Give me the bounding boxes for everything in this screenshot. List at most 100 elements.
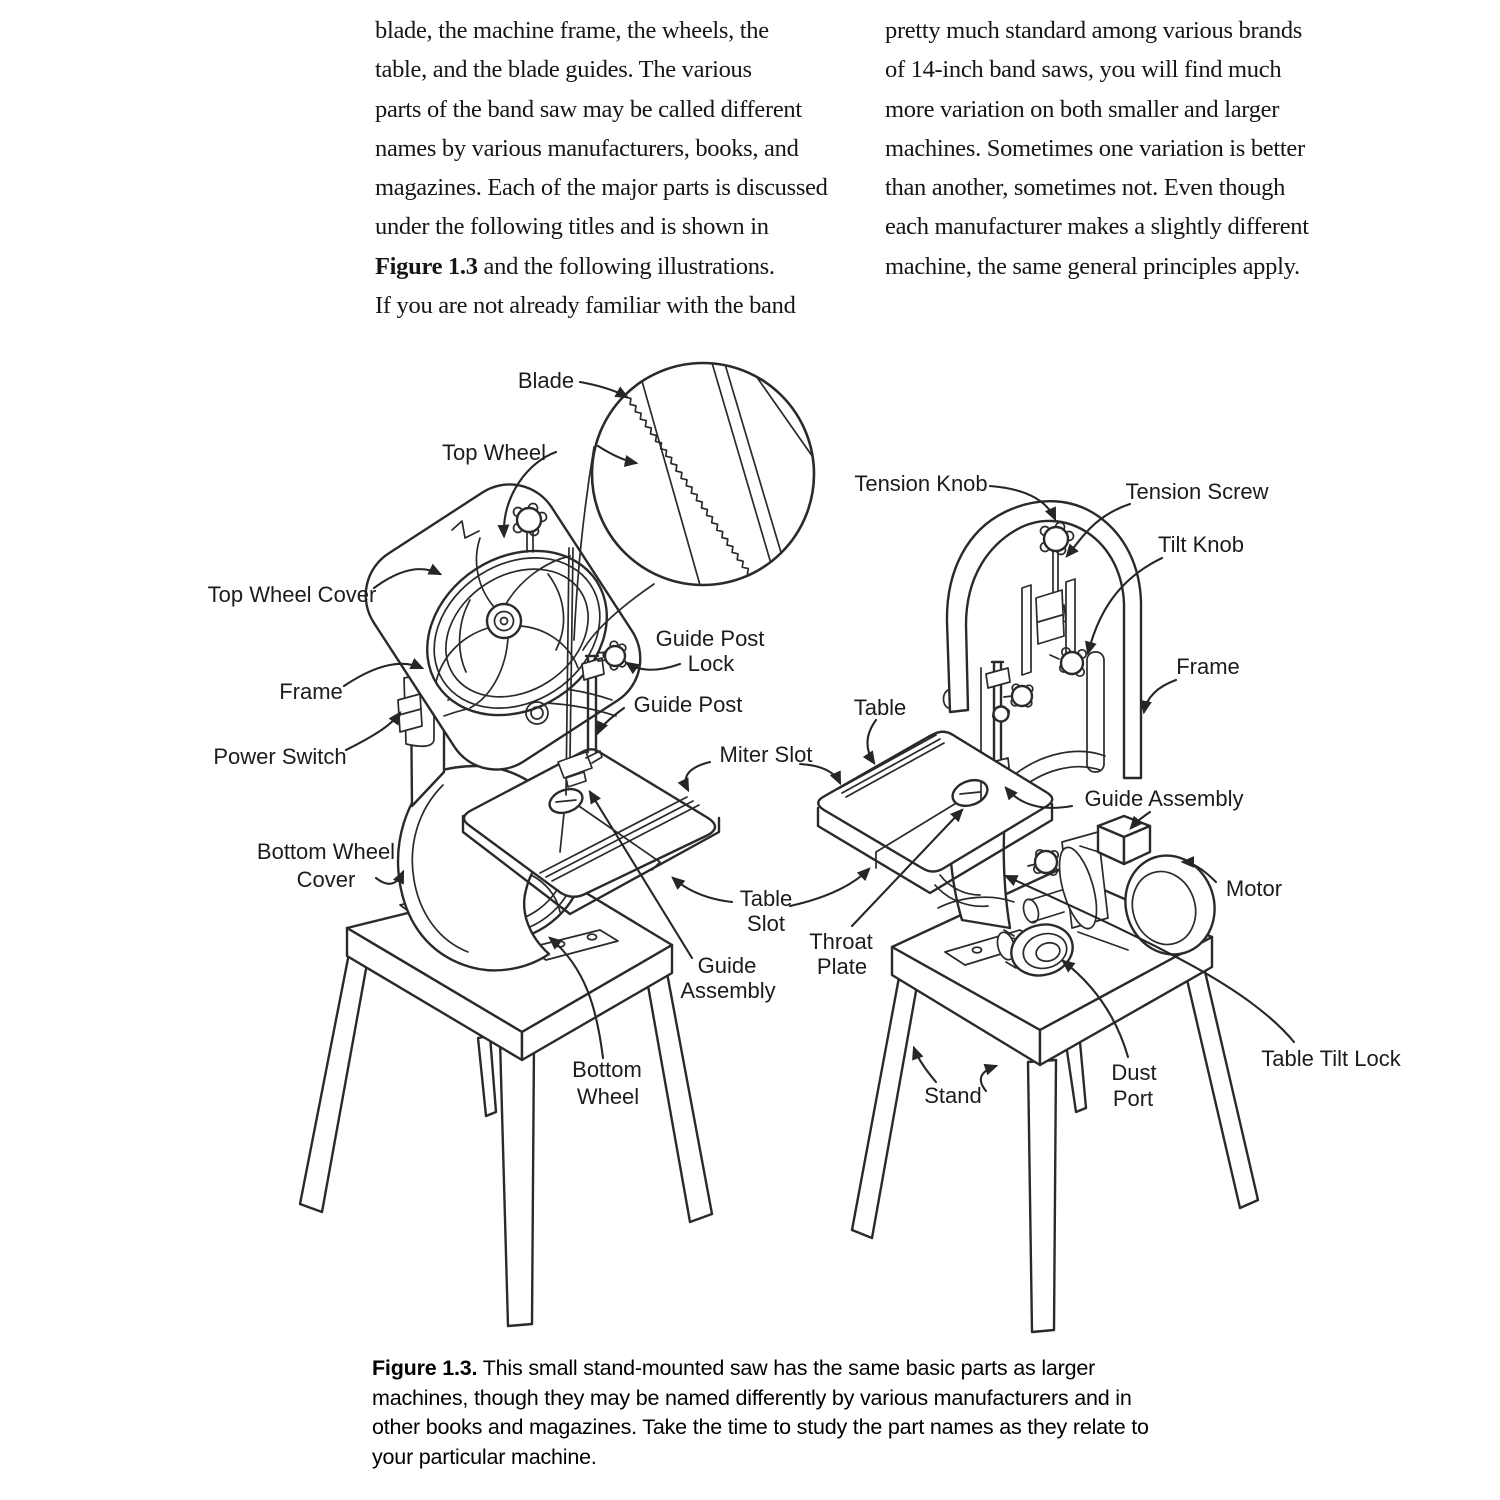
right-guide-post [985,660,1034,766]
leader-top-wheel [497,450,558,539]
label-top-wheel-cover: Top Wheel Cover [208,582,377,607]
guide-post [581,654,605,754]
label-table-tilt-lock: Table Tilt Lock [1261,1046,1401,1071]
figure-reference: Figure 1.3 [375,252,478,280]
left-band-saw [298,483,721,1328]
leader-blade [578,380,630,399]
left-tension-knob [512,502,548,553]
part-labels: Blade Top Wheel Top Wheel Cover Frame Po… [208,368,1402,1111]
text-line: machines. Sometimes one variation is bet… [885,134,1305,162]
label-bottom-wheel-line1: Bottom [572,1057,642,1082]
label-bottom-wheel-cover-line1: Bottom Wheel [257,839,395,864]
text-line: If you are not already familiar with the… [375,292,796,320]
text-line: than another, sometimes not. Even though [885,174,1286,202]
leader-power-switch [344,711,402,752]
leader-table-slot-left [671,876,734,904]
leader-frame-right [1140,678,1178,715]
body-text-left-column: blade, the machine frame, the wheels, th… [375,11,828,325]
label-miter-slot: Miter Slot [720,742,813,767]
caption-line: machines, though they may be named diffe… [372,1385,1132,1410]
label-guide-assembly-right: Guide Assembly [1085,786,1244,811]
label-guide-post-lock-line1: Guide Post [656,626,765,651]
caption-figure-number: Figure 1.3. [372,1356,478,1380]
miter-slot-groove [837,734,937,790]
label-bottom-wheel-cover-line2: Cover [297,867,356,892]
label-stand: Stand [924,1083,982,1108]
label-frame-right: Frame [1176,654,1240,679]
label-motor: Motor [1226,876,1282,901]
leader-tilt-knob [1084,556,1164,656]
text-line: blade, the machine frame, the wheels, th… [375,17,769,44]
left-guide-assembly [557,750,603,788]
label-table: Table [854,695,907,720]
leader-stand-left [912,1045,938,1084]
tension-knob [1039,521,1075,556]
text-line: each manufacturer makes a slightly diffe… [885,213,1309,241]
miter-slot-groove [539,796,688,874]
leader-motor [1180,856,1218,884]
label-power-switch: Power Switch [213,744,346,769]
label-throat-plate-line2: Plate [817,954,867,979]
caption-line: Figure 1.3. This small stand-mounted saw… [372,1354,1149,1384]
label-tension-knob: Tension Knob [854,471,987,496]
leader-table-tilt-lock [1003,874,1296,1044]
leader-miter-slot-right [798,762,842,786]
leader-bottom-wheel-cover [374,869,405,885]
dust-port [996,923,1074,977]
blade-detail-inset [573,361,816,651]
leader-tension-screw [1065,502,1132,558]
label-dust-port-line1: Dust [1111,1060,1156,1085]
text-line: of 14-inch band saws, you will find much [885,56,1282,84]
label-guide-post: Guide Post [634,692,743,717]
label-frame-left: Frame [279,679,343,704]
right-saw-table [816,730,1054,895]
text-line: table, and the blade guides. The various [375,56,752,84]
leader-frame-left [342,657,425,688]
blade [559,547,574,853]
text-line: Figure 1.3 and the following illustratio… [375,247,828,286]
guide-assembly-cube [1096,814,1152,866]
label-table-slot-line2: Slot [747,911,785,936]
label-tilt-knob: Tilt Knob [1158,532,1244,557]
label-guide-assembly-left-line2: Assembly [680,978,775,1003]
leader-guide-assembly-right [1004,786,1074,809]
text-line: pretty much standard among various brand… [885,17,1303,44]
text-line: parts of the band saw may be called diff… [375,95,802,123]
leader-tension-knob [988,484,1057,522]
text-line: more variation on both smaller and large… [885,95,1280,123]
leader-top-wheel-cover [372,563,443,590]
label-tension-screw: Tension Screw [1125,479,1268,504]
leader-table [862,718,878,766]
label-blade: Blade [518,368,574,393]
text-line: magazines. Each of the major parts is di… [375,174,828,202]
guide-post-lock-knob [597,640,627,671]
label-throat-plate-line1: Throat [809,929,873,954]
leader-stand-right [979,1063,999,1093]
caption-line: other books and magazines. Take the time… [372,1415,1149,1440]
tilt-knob [1049,646,1088,678]
leader-throat-plate [850,808,964,928]
label-top-wheel: Top Wheel [442,440,546,465]
leader-miter-slot-left [677,760,712,793]
table-tilt-lock-knob [934,848,1060,908]
figure-caption: Figure 1.3. This small stand-mounted saw… [372,1354,1149,1472]
body-text-right-column: pretty much standard among various brand… [885,11,1309,286]
leader-guide-assembly-left [588,789,694,960]
label-dust-port-line2: Port [1113,1086,1153,1111]
top-wheel [426,537,608,725]
label-guide-post-lock-line2: Lock [688,651,735,676]
label-guide-assembly-left-line1: Guide [698,953,757,978]
text-line: names by various manufacturers, books, a… [375,134,799,162]
text-line: under the following titles and is shown … [375,213,769,241]
label-table-slot-line1: Table [740,886,793,911]
right-band-saw [816,499,1260,1334]
text-line: machine, the same general principles app… [885,252,1300,280]
leader-table-slot-right [788,867,871,908]
leader-lines [342,380,1296,1093]
blade-direction-arrow [596,444,639,467]
table-slot-kerf [875,801,959,869]
caption-text: This small stand-mounted saw has the sam… [477,1356,1096,1380]
leader-bottom-wheel [548,936,605,1060]
